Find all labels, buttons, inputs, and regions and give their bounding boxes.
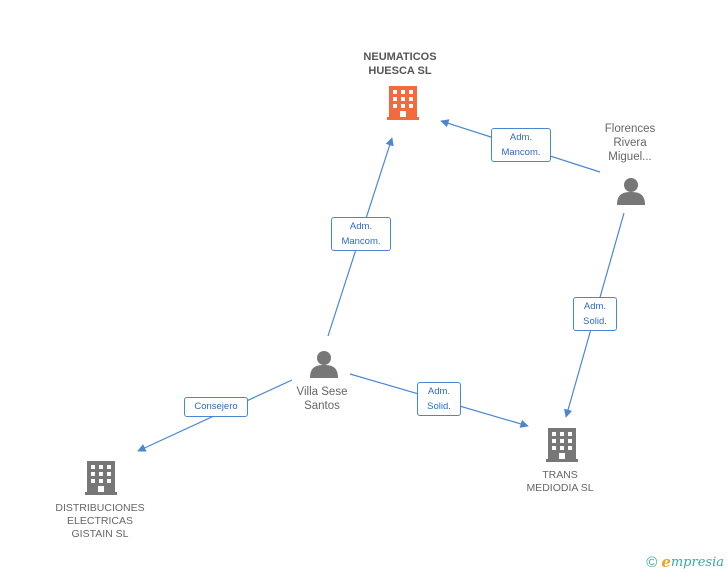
building-icon[interactable] xyxy=(546,428,578,462)
edge-label-line: Mancom. xyxy=(501,147,541,158)
person-icon[interactable] xyxy=(310,351,338,378)
copyright-icon: © xyxy=(646,553,658,571)
node-label-line: Santos xyxy=(304,400,340,412)
node-label-line: Florences xyxy=(604,123,656,135)
edge-label-villa-distribuciones: Consejero xyxy=(184,397,248,417)
brand-logo[interactable]: © e mpresia xyxy=(646,553,724,571)
edge-label-line: Solid. xyxy=(427,401,451,412)
node-label-florences[interactable]: Florences Rivera Miguel... xyxy=(580,122,680,164)
edge-label-line: Consejero xyxy=(194,401,238,412)
node-label-distribuciones[interactable]: DISTRIBUCIONES ELECTRICAS GISTAIN SL xyxy=(44,502,156,541)
brand-initial: e xyxy=(661,553,671,571)
node-label-villa[interactable]: Villa Sese Santos xyxy=(272,385,372,413)
edge-label-villa-trans: Adm. Solid. xyxy=(417,382,461,416)
building-icon[interactable] xyxy=(85,461,117,495)
node-label-neumaticos[interactable]: NEUMATICOS HUESCA SL xyxy=(340,50,460,78)
node-label-line: TRANS xyxy=(542,469,578,481)
brand-name: mpresia xyxy=(670,554,724,570)
person-icon[interactable] xyxy=(617,178,645,205)
edge-label-villa-neumaticos: Adm. Mancom. xyxy=(331,217,391,251)
edge-label-line: Adm. xyxy=(509,132,533,143)
edge-label-line: Mancom. xyxy=(341,236,381,247)
edge-label-line: Solid. xyxy=(583,316,607,327)
node-label-line: HUESCA SL xyxy=(368,65,432,77)
building-icon[interactable] xyxy=(387,86,419,120)
edge-label-line: Adm. xyxy=(427,386,451,397)
node-label-line: Miguel... xyxy=(608,151,652,163)
edge-label-florences-trans: Adm. Solid. xyxy=(573,297,617,331)
node-label-line: NEUMATICOS xyxy=(363,51,437,63)
node-label-line: Villa Sese xyxy=(296,386,348,398)
node-label-line: GISTAIN SL xyxy=(71,528,129,540)
node-label-line: ELECTRICAS xyxy=(67,515,133,527)
edge-label-florences-neumaticos: Adm. Mancom. xyxy=(491,128,551,162)
edge-label-line: Adm. xyxy=(583,301,607,312)
node-label-line: DISTRIBUCIONES xyxy=(55,502,145,514)
node-label-trans[interactable]: TRANS MEDIODIA SL xyxy=(510,469,610,495)
node-label-line: Rivera xyxy=(613,137,647,149)
node-label-line: MEDIODIA SL xyxy=(526,482,594,494)
edge-label-line: Adm. xyxy=(349,221,373,232)
